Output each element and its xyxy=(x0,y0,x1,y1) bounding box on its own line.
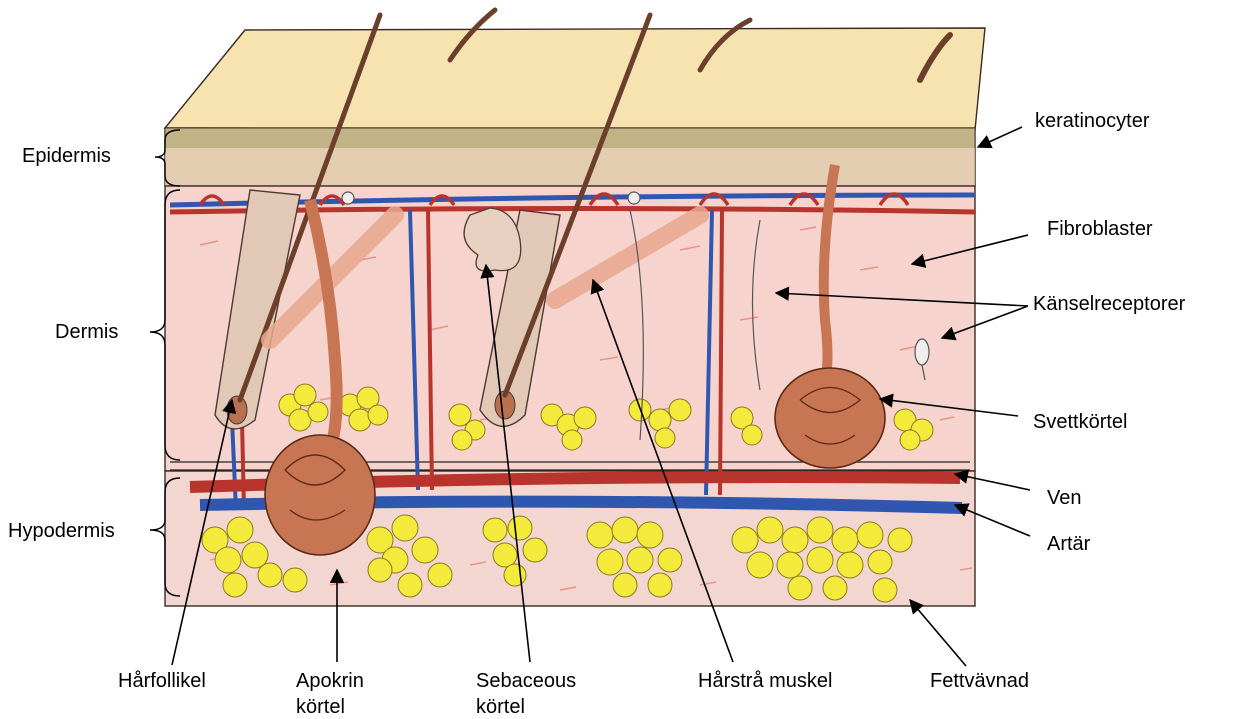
label-sebaceous-line2: körtel xyxy=(476,696,525,718)
label-apokrin-line2: körtel xyxy=(296,696,345,718)
label-artar: Artär xyxy=(1047,533,1091,555)
label-harstra-muskel: Hårstrå muskel xyxy=(698,670,832,692)
sweat-gland xyxy=(775,368,885,468)
label-apokrin-line1: Apokrin xyxy=(296,670,364,692)
label-dermis: Dermis xyxy=(55,321,118,343)
keratinocyter-arrow xyxy=(978,127,1022,147)
label-fibroblaster: Fibroblaster xyxy=(1047,218,1153,240)
fettvavnad-arrow xyxy=(910,600,966,666)
label-harfollikel: Hårfollikel xyxy=(118,670,206,692)
skin-surface xyxy=(165,28,985,130)
apocrine-gland xyxy=(265,435,375,555)
label-sebaceous-line1: Sebaceous xyxy=(476,670,576,692)
label-kanselreceptorer: Känselreceptorer xyxy=(1033,293,1186,315)
label-ven: Ven xyxy=(1047,487,1081,509)
label-hypodermis: Hypodermis xyxy=(8,520,115,542)
label-fettvavnad: Fettvävnad xyxy=(930,670,1029,692)
label-epidermis: Epidermis xyxy=(22,145,111,167)
label-svettkortel: Svettkörtel xyxy=(1033,411,1127,433)
label-keratinocyter: keratinocyter xyxy=(1035,110,1150,132)
